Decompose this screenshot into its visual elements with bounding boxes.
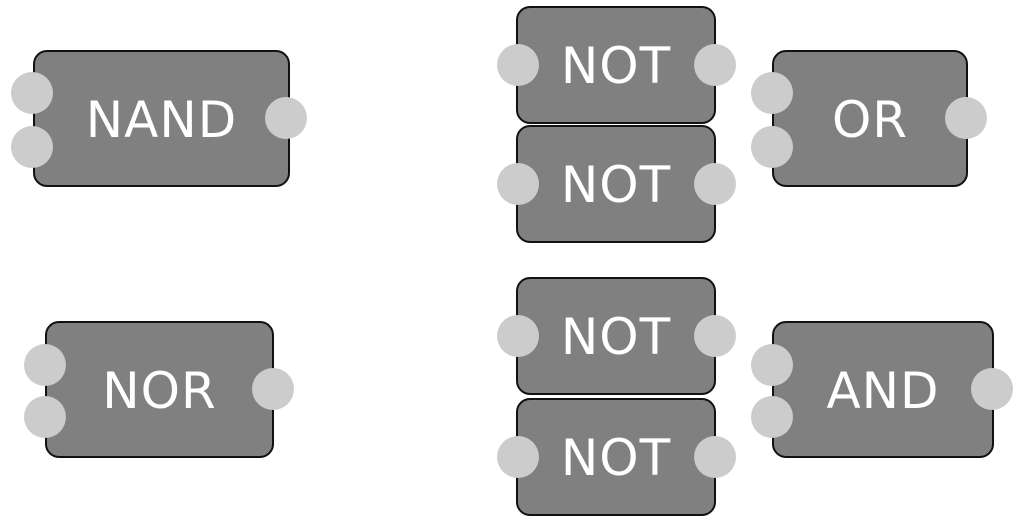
or-output-pin[interactable] xyxy=(945,97,987,139)
nand-output-pin[interactable] xyxy=(265,97,307,139)
or-gate-label: OR xyxy=(831,90,909,149)
not-gate-2-label: NOT xyxy=(560,156,672,214)
nor-input-pin-b[interactable] xyxy=(24,396,66,438)
not-gate-4-output-pin[interactable] xyxy=(694,436,736,478)
and-input-pin-b[interactable] xyxy=(751,396,793,438)
nor-gate-label: NOR xyxy=(102,361,217,420)
not-gate-3-output-pin[interactable] xyxy=(694,315,736,357)
not-gate-4-input-pin[interactable] xyxy=(497,436,539,478)
nor-output-pin[interactable] xyxy=(252,368,294,410)
or-input-pin-b[interactable] xyxy=(751,126,793,168)
nor-input-pin-a[interactable] xyxy=(24,344,66,386)
nor-gate[interactable]: NOR xyxy=(45,321,274,458)
not-gate-3[interactable]: NOT xyxy=(516,277,716,395)
or-input-pin-a[interactable] xyxy=(751,72,793,114)
not-gate-3-input-pin[interactable] xyxy=(497,315,539,357)
not-gate-3-label: NOT xyxy=(560,308,672,366)
not-gate-4[interactable]: NOT xyxy=(516,398,716,516)
nand-gate[interactable]: NAND xyxy=(33,50,290,187)
nand-input-pin-a[interactable] xyxy=(11,72,53,114)
not-gate-2-input-pin[interactable] xyxy=(497,163,539,205)
or-gate[interactable]: OR xyxy=(772,50,968,187)
not-gate-1[interactable]: NOT xyxy=(516,6,716,124)
and-output-pin[interactable] xyxy=(971,368,1013,410)
not-gate-4-label: NOT xyxy=(560,429,672,487)
nand-gate-label: NAND xyxy=(85,90,238,149)
not-gate-1-input-pin[interactable] xyxy=(497,44,539,86)
not-gate-2-output-pin[interactable] xyxy=(694,163,736,205)
not-gate-1-output-pin[interactable] xyxy=(694,44,736,86)
and-gate-label: AND xyxy=(826,361,940,420)
and-input-pin-a[interactable] xyxy=(751,344,793,386)
not-gate-2[interactable]: NOT xyxy=(516,125,716,243)
nand-input-pin-b[interactable] xyxy=(11,126,53,168)
not-gate-1-label: NOT xyxy=(560,37,672,95)
and-gate[interactable]: AND xyxy=(772,321,994,458)
